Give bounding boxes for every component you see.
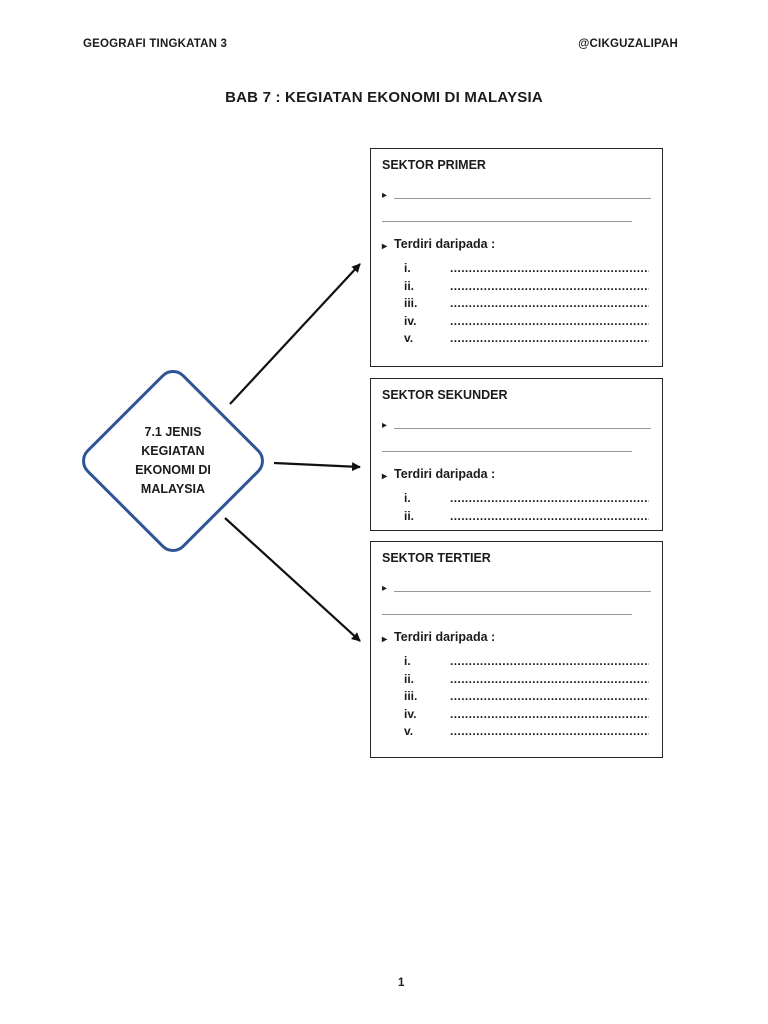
answer-line-row: ________________________________________… xyxy=(382,209,651,224)
dotted-answer-line: ........................................… xyxy=(450,261,649,275)
sector-title: SEKTOR TERTIER xyxy=(382,551,491,565)
item-numeral: i. xyxy=(404,654,411,668)
dotted-answer-line: ........................................… xyxy=(450,724,649,739)
item-numeral: iv. xyxy=(404,313,417,328)
arrow-to-sekunder xyxy=(273,461,361,472)
item-numeral: ii. xyxy=(404,278,415,293)
answer-line-row: ▸ ______________________________________… xyxy=(382,416,651,431)
blank-write-line: ________________________________________… xyxy=(394,186,651,200)
answer-item-list: i.......................................… xyxy=(382,654,651,742)
answer-line-row: ________________________________________… xyxy=(382,439,651,454)
dotted-answer-line: ........................................… xyxy=(450,491,649,505)
item-numeral: iv. xyxy=(404,706,417,721)
diamond-label: 7.1 JENIS KEGIATAN EKONOMI DI MALAYSIA xyxy=(135,425,211,496)
subheading-row: ▸ Terdiri daripada : xyxy=(382,237,651,252)
triangle-bullet-icon: ▸ xyxy=(382,471,388,482)
dotted-answer-line: ........................................… xyxy=(450,331,649,346)
sector-box-primer: SEKTOR PRIMER ▸ ________________________… xyxy=(370,148,663,367)
blank-write-line: ________________________________________… xyxy=(382,439,633,453)
answer-item-row: ii......................................… xyxy=(382,279,651,297)
answer-item-row: ii......................................… xyxy=(382,672,651,690)
sector-title: SEKTOR SEKUNDER xyxy=(382,388,508,402)
subheading-label: Terdiri daripada : xyxy=(394,237,496,251)
dotted-answer-line: ........................................… xyxy=(450,313,649,328)
blank-write-line: ________________________________________… xyxy=(382,602,633,616)
answer-item-row: i.......................................… xyxy=(382,261,651,279)
answer-item-list: i.......................................… xyxy=(382,261,651,349)
answer-item-row: i.......................................… xyxy=(382,491,651,509)
header-left-text: GEOGRAFI TINGKATAN 3 xyxy=(83,38,228,50)
item-numeral: iii. xyxy=(404,296,418,311)
answer-item-list: i.......................................… xyxy=(382,491,651,526)
item-numeral: i. xyxy=(404,491,411,505)
item-numeral: iii. xyxy=(404,689,418,704)
subheading-row: ▸ Terdiri daripada : xyxy=(382,630,651,645)
dotted-answer-line: ........................................… xyxy=(450,278,649,293)
page-title: BAB 7 : KEGIATAN EKONOMI DI MALAYSIA xyxy=(225,89,543,106)
answer-item-row: iii.....................................… xyxy=(382,689,651,707)
answer-line-row: ▸ ______________________________________… xyxy=(382,579,651,594)
document-header: GEOGRAFI TINGKATAN 3 @CIKGUZALIPAH xyxy=(83,38,678,50)
answer-line-row: ▸ ______________________________________… xyxy=(382,186,651,201)
connector-arrows xyxy=(224,263,361,642)
dotted-answer-line: ........................................… xyxy=(450,671,649,686)
blank-write-line: ________________________________________… xyxy=(382,209,633,223)
header-right-text: @CIKGUZALIPAH xyxy=(578,38,678,50)
sector-title: SEKTOR PRIMER xyxy=(382,158,486,172)
item-numeral: v. xyxy=(404,724,414,739)
item-numeral: ii. xyxy=(404,671,415,686)
dotted-answer-line: ........................................… xyxy=(450,508,649,523)
item-numeral: i. xyxy=(404,261,411,275)
blank-write-line: ________________________________________… xyxy=(394,579,651,593)
arrow-to-primer xyxy=(229,263,361,405)
subheading-label: Terdiri daripada : xyxy=(394,467,496,481)
dotted-answer-line: ........................................… xyxy=(450,689,649,704)
dotted-answer-line: ........................................… xyxy=(450,706,649,721)
dotted-answer-line: ........................................… xyxy=(450,296,649,311)
answer-item-row: i.......................................… xyxy=(382,654,651,672)
answer-line-row: ________________________________________… xyxy=(382,602,651,617)
triangle-bullet-icon: ▸ xyxy=(382,634,388,645)
answer-item-row: iv......................................… xyxy=(382,707,651,725)
answer-item-row: iv......................................… xyxy=(382,314,651,332)
answer-item-row: v.......................................… xyxy=(382,724,651,742)
triangle-bullet-icon: ▸ xyxy=(382,583,388,594)
answer-item-row: ii......................................… xyxy=(382,509,651,527)
subheading-label: Terdiri daripada : xyxy=(394,630,496,644)
sector-box-sekunder: SEKTOR SEKUNDER ▸ ______________________… xyxy=(370,378,663,531)
subheading-row: ▸ Terdiri daripada : xyxy=(382,467,651,482)
triangle-bullet-icon: ▸ xyxy=(382,190,388,201)
triangle-bullet-icon: ▸ xyxy=(382,420,388,431)
sector-box-tertier: SEKTOR TERTIER ▸ _______________________… xyxy=(370,541,663,758)
item-numeral: ii. xyxy=(404,508,415,523)
answer-item-row: v.......................................… xyxy=(382,331,651,349)
blank-write-line: ________________________________________… xyxy=(394,416,651,430)
dotted-answer-line: ........................................… xyxy=(450,654,649,668)
triangle-bullet-icon: ▸ xyxy=(382,241,388,252)
item-numeral: v. xyxy=(404,331,414,346)
page-number: 1 xyxy=(398,977,405,989)
answer-item-row: iii.....................................… xyxy=(382,296,651,314)
arrow-to-tertier xyxy=(224,517,361,642)
